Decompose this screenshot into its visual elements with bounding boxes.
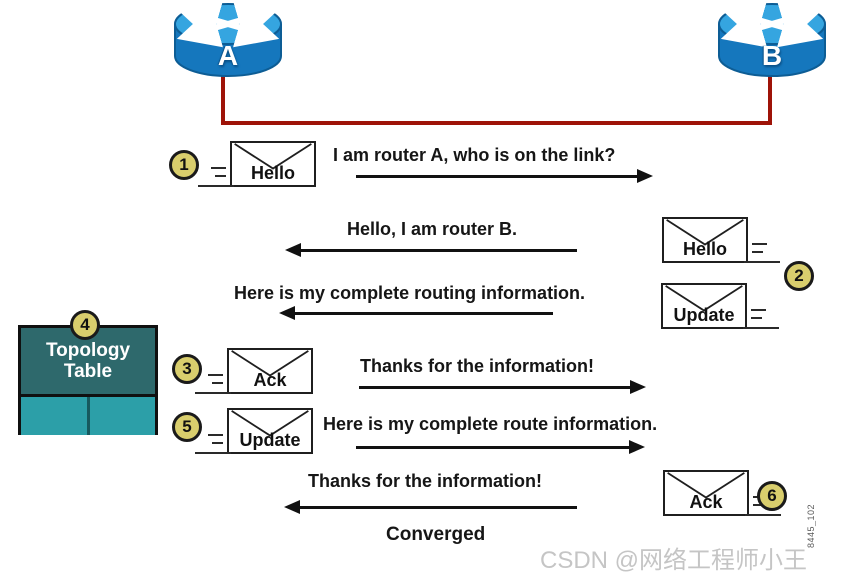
motion-line [743,327,779,329]
envelope-icon [667,472,745,499]
step-badge-5: 5 [172,412,202,442]
envelope-label: Hello [682,239,727,259]
envelope-label: Update [673,305,735,325]
envelope-label: Ack [253,370,287,390]
topology-cell [90,397,156,435]
motion-line [198,185,234,187]
router-icon [174,0,282,77]
router-b: B [717,0,827,80]
step-badge-2: 2 [784,261,814,291]
step-badge-1: 1 [169,150,199,180]
arrow-left-6 [284,500,577,514]
motion-line [195,392,231,394]
motion-line [744,261,780,263]
watermark: CSDN @网络工程师小王 [540,547,808,574]
envelope-icon [234,143,312,170]
envelope-update-from-b: Update [661,283,779,329]
arrow-left-2 [285,243,577,257]
arrow-right-5 [356,440,645,454]
arrow-right-1 [356,169,653,183]
envelope-hello-from-a: Hello [198,141,316,187]
message-text-1: I am router A, who is on the link? [333,145,616,165]
envelope-ack-from-b: Ack [663,470,781,516]
motion-line [208,434,223,436]
motion-line [212,442,223,444]
router-a: A [173,0,283,80]
link-segment-a-vertical [221,70,225,125]
router-a-label: A [217,40,239,71]
motion-line [751,317,762,319]
message-text-2: Hello, I am router B. [347,219,518,239]
figure-id: 8445_102 [806,503,816,548]
motion-line [208,374,223,376]
envelope-icon [666,219,744,246]
envelope-label: Hello [250,163,295,183]
motion-line [211,167,226,169]
motion-line [195,452,231,454]
envelope-update-from-a: Update [195,408,313,454]
topology-title-line1: Topology [45,339,131,361]
step-badge-6: 6 [757,481,787,511]
topology-title-line2: Table [63,361,113,382]
message-text-4: Thanks for the information! [360,356,594,376]
motion-line [212,382,223,384]
message-text-5: Here is my complete route information. [323,414,658,434]
envelope-icon [665,285,743,312]
step-badge-4: 4 [70,310,100,340]
envelope-icon [231,410,309,437]
message-text-3: Here is my complete routing information. [234,283,586,303]
topology-cell [21,397,90,435]
motion-line [745,514,781,516]
envelope-label: Ack [689,492,723,512]
motion-line [215,175,226,177]
step-badge-3: 3 [172,354,202,384]
topology-table-rows [21,394,155,435]
envelope-icon [231,350,309,377]
topology-table: Topology Table [18,325,158,435]
motion-line [752,251,763,253]
motion-line [751,309,766,311]
message-text-6: Thanks for the information! [308,471,542,491]
envelope-ack-from-a: Ack [195,348,313,394]
motion-line [753,504,764,506]
arrow-right-4 [359,380,646,394]
router-icon [718,0,826,77]
link-segment-b-vertical [768,70,772,125]
converged-label: Converged [386,524,486,545]
router-b-label: B [761,40,783,71]
link-segment-horizontal [221,121,772,125]
arrow-left-3 [279,306,553,320]
envelope-label: Update [239,430,301,450]
motion-line [752,243,767,245]
envelope-hello-from-b: Hello [662,217,780,263]
